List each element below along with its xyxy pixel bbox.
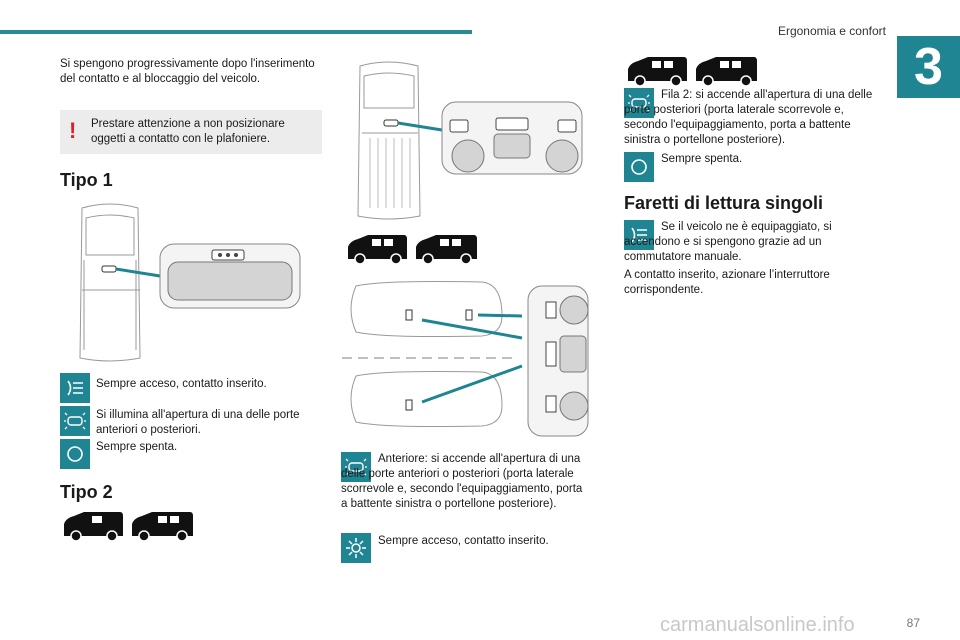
van-top-view	[357, 61, 421, 220]
van-silhouette-long	[696, 57, 757, 87]
tipo1-heading: Tipo 1	[60, 170, 113, 190]
tipo1-item-text: Sempre spenta.	[96, 441, 178, 453]
tipo1-diagram	[79, 203, 301, 362]
ceiling-light-marker	[101, 265, 117, 273]
ceiling-light-marker	[465, 309, 473, 321]
van-silhouette-long	[416, 235, 477, 265]
callout-line	[397, 121, 443, 132]
tipo1-item-text: Sempre acceso, contatto inserito.	[96, 378, 267, 390]
right-item-text: Fila 2: si accende all'apertura di una d…	[624, 89, 873, 146]
van-silhouette-short	[348, 235, 407, 265]
sun-light-icon	[341, 533, 371, 563]
light-unit	[159, 243, 301, 309]
van-top-view	[79, 203, 141, 362]
warning-text: Prestare attenzione a non posizionare og…	[91, 118, 285, 145]
warning-box: ! Prestare attenzione a non posizionare …	[60, 110, 322, 154]
van-silhouettes	[628, 57, 757, 87]
chapter-number-badge: 3	[897, 36, 960, 98]
reading-lights-text: Se il veicolo ne è equipaggiato, si acce…	[624, 221, 832, 263]
reading-lights-note: A contatto inserito, azionare l’interrut…	[624, 269, 830, 296]
callout-lines	[421, 313, 523, 404]
van-silhouette-short	[64, 512, 123, 542]
light-unit	[441, 101, 583, 175]
middle-item-text: Anteriore: si accende all'apertura di un…	[341, 453, 583, 510]
fila2-diagram	[342, 281, 589, 437]
van-silhouette-short	[628, 57, 687, 87]
tipo1-item-text: Si illumina all'apertura di una delle po…	[96, 409, 300, 436]
right-item-text: Sempre spenta.	[661, 153, 743, 165]
door-open-icon	[60, 406, 90, 436]
reading-lights-heading: Faretti di lettura singoli	[624, 193, 824, 213]
door-open-icon	[624, 88, 654, 118]
header-accent-bar	[0, 30, 472, 34]
van-silhouettes	[64, 512, 193, 542]
page-number: 87	[906, 616, 920, 630]
ceiling-light-marker	[405, 399, 413, 411]
van-side-top-view	[350, 281, 503, 427]
door-open-icon	[341, 452, 371, 482]
beam-light-icon	[624, 220, 654, 250]
warning-icon: !	[69, 118, 77, 143]
callout-line	[115, 267, 161, 278]
off-circle-icon	[60, 439, 90, 469]
section-title: Ergonomia e confort	[777, 24, 886, 38]
van-silhouettes	[348, 235, 477, 265]
off-circle-icon	[624, 152, 654, 182]
beam-light-icon	[60, 373, 90, 403]
tipo2-top-diagram	[357, 61, 583, 220]
middle-item-text: Sempre acceso, contatto inserito.	[378, 535, 549, 547]
ceiling-light-marker	[405, 309, 413, 321]
watermark: carmanualsonline.info	[660, 614, 855, 636]
van-silhouette-long	[132, 512, 193, 542]
ceiling-light-marker	[383, 119, 399, 127]
intro-paragraph: Si spengono progressivamente dopo l'inse…	[60, 58, 315, 85]
light-unit	[527, 285, 589, 437]
tipo2-heading: Tipo 2	[60, 482, 113, 502]
